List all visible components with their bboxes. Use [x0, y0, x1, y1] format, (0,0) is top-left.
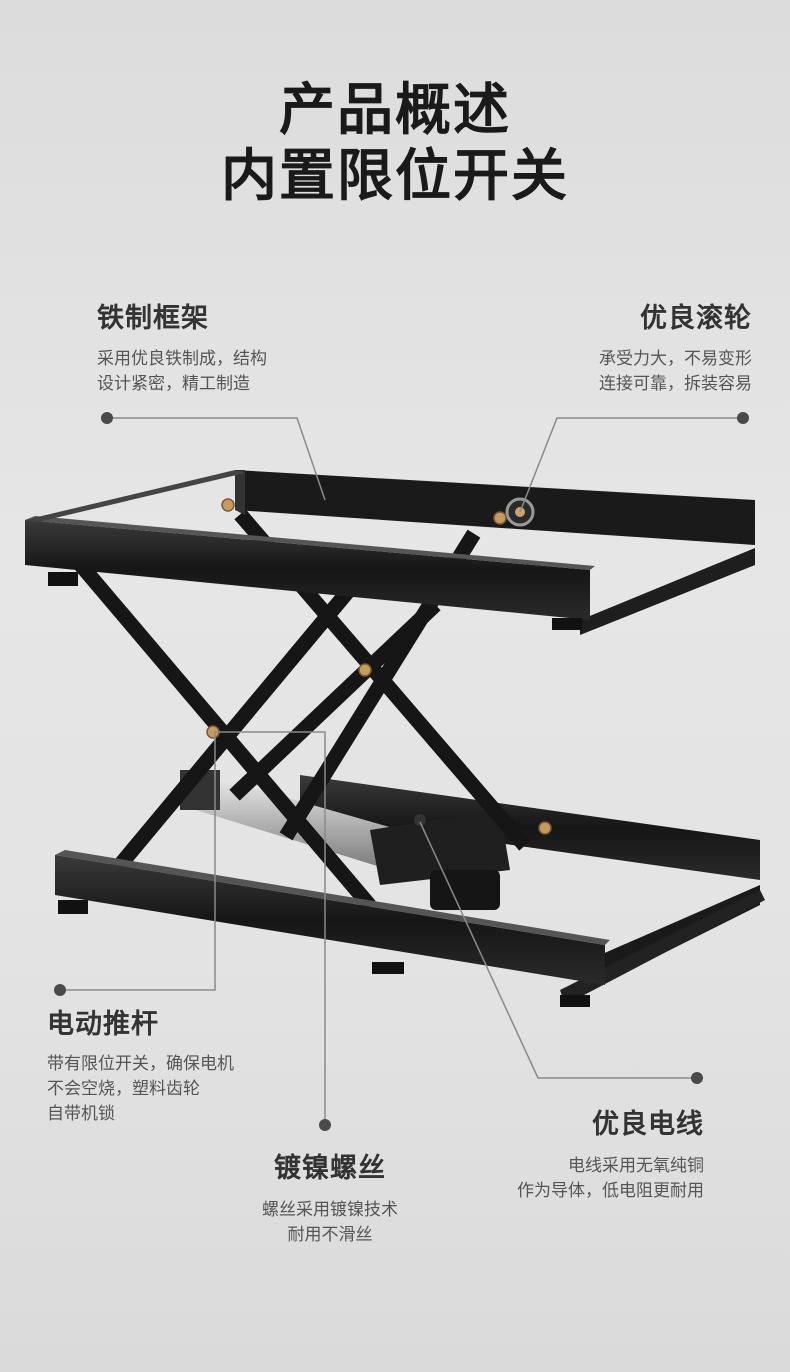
- feature-wire-desc-1: 电线采用无氧纯铜: [568, 1156, 704, 1176]
- feature-actuator-desc-1: 带有限位开关，确保电机: [47, 1054, 234, 1074]
- bottom-frame: [300, 775, 765, 1007]
- screw-icons: [206, 498, 552, 835]
- feature-wire-desc-2: 作为导体，低电阻更耐用: [517, 1181, 704, 1201]
- feature-frame-desc-2: 设计紧密，精工制造: [97, 374, 250, 394]
- callout-dots: [54, 412, 749, 1131]
- feature-roller-title: 优良滚轮: [640, 303, 752, 334]
- feature-roller-desc-2: 连接可靠，拆装容易: [599, 374, 752, 394]
- feature-screw-title: 镀镍螺丝: [274, 1153, 386, 1184]
- callout-lines: [60, 417, 743, 1125]
- page-title: 产品概述: [279, 78, 511, 143]
- feature-frame-title: 铁制框架: [97, 303, 209, 334]
- feature-screw-desc-1: 螺丝采用镀镍技术: [262, 1200, 398, 1220]
- bottom-front-rail: [55, 850, 610, 985]
- page-subtitle: 内置限位开关: [221, 144, 569, 209]
- feature-roller-desc-1: 承受力大，不易变形: [599, 349, 752, 369]
- feature-actuator-title: 电动推杆: [47, 1009, 159, 1040]
- feature-wire-title: 优良电线: [592, 1109, 704, 1140]
- feature-frame-desc-1: 采用优良铁制成，结构: [97, 349, 267, 369]
- feature-screw-desc-2: 耐用不滑丝: [287, 1225, 373, 1245]
- feature-actuator-desc-3: 自带机锁: [47, 1104, 115, 1124]
- top-frame: [25, 470, 755, 635]
- feature-actuator-desc-2: 不会空烧，塑料齿轮: [47, 1079, 200, 1099]
